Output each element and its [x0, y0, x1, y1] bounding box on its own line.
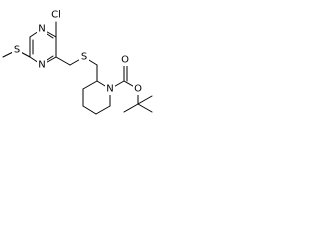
ring-nitrogen-upper-label: N: [38, 24, 45, 35]
atom-labels: Cl N N S S O O N: [12, 9, 143, 95]
methylthio-sulfur-label: S: [14, 45, 20, 56]
boc-group: [109, 65, 153, 113]
chlorine-atom-label: Cl: [51, 10, 61, 21]
ring-nitrogen-lower-label: N: [38, 60, 45, 71]
structure-diagram: Cl N N S S O O N: [0, 0, 158, 127]
piperidine-nitrogen-label: N: [106, 84, 113, 95]
thioether-linker: [55, 56, 98, 66]
thioether-sulfur-label: S: [81, 52, 87, 63]
molecule-drawing: Cl N N S S O O N: [2, 9, 153, 115]
carbonyl-oxygen-label: O: [121, 55, 129, 66]
ester-oxygen-label: O: [134, 84, 142, 95]
